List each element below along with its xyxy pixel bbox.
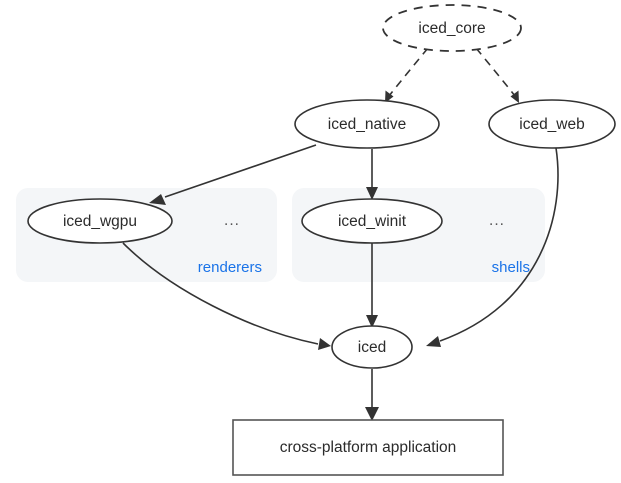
edge-iced-wgpu-to-iced-arrow — [318, 338, 331, 350]
node-application-shape[interactable] — [232, 419, 504, 476]
node-iced-web-label: iced_web — [519, 116, 585, 133]
edge-iced-core-to-iced-native — [385, 47, 429, 103]
node-iced-native[interactable]: iced_native — [294, 99, 440, 149]
cluster-shells-ellipsis: ... — [489, 212, 505, 229]
node-application[interactable]: cross-platform application — [232, 419, 504, 476]
edge-iced-wgpu-to-iced-line — [122, 242, 319, 345]
node-iced-winit[interactable]: iced_winit — [301, 198, 443, 244]
edge-iced-core-to-iced-native-arrow — [385, 90, 394, 103]
node-iced-wgpu[interactable]: iced_wgpu — [27, 198, 173, 244]
edge-iced-core-to-iced-web-arrow — [510, 90, 519, 103]
edge-iced-wgpu-to-iced — [122, 242, 331, 350]
edge-iced-winit-to-iced-arrow — [366, 315, 378, 328]
edge-iced-web-to-iced-arrow — [426, 336, 441, 347]
cluster-renderers-label: renderers — [198, 259, 262, 276]
node-iced-shape[interactable] — [331, 325, 413, 369]
node-iced[interactable]: iced — [331, 325, 413, 369]
node-iced-web[interactable]: iced_web — [488, 99, 616, 149]
node-iced-native-label: iced_native — [328, 116, 406, 133]
node-iced-core-label: iced_core — [418, 20, 485, 37]
edge-iced-native-to-iced-wgpu-line — [164, 144, 317, 198]
edge-iced-core-to-iced-native-line — [388, 47, 429, 97]
node-iced-native-shape[interactable] — [294, 99, 440, 149]
node-iced-winit-shape[interactable] — [301, 198, 443, 244]
edge-iced-web-to-iced-line — [439, 147, 559, 342]
cluster-shells-label: shells — [492, 259, 530, 276]
node-iced-core[interactable]: iced_core — [382, 4, 522, 52]
edge-iced-to-application — [365, 369, 379, 421]
edge-iced-core-to-iced-web-line — [475, 47, 516, 97]
node-iced-wgpu-label: iced_wgpu — [63, 213, 137, 230]
edge-iced-winit-to-iced — [366, 243, 378, 328]
edge-iced-native-to-iced-winit — [366, 149, 378, 200]
node-application-label: cross-platform application — [280, 439, 457, 456]
node-iced-wgpu-shape[interactable] — [27, 198, 173, 244]
node-iced-core-shape[interactable] — [382, 4, 522, 52]
node-iced-label: iced — [358, 339, 386, 356]
edge-iced-native-to-iced-winit-arrow — [366, 187, 378, 200]
edge-iced-web-to-iced — [426, 147, 559, 347]
edge-iced-native-to-iced-wgpu-arrow — [149, 194, 166, 205]
edge-iced-native-to-iced-wgpu — [149, 144, 317, 205]
node-iced-web-shape[interactable] — [488, 99, 616, 149]
node-iced-winit-label: iced_winit — [338, 213, 407, 230]
edge-iced-to-application-arrow — [365, 407, 379, 421]
cluster-renderers-ellipsis: ... — [224, 212, 240, 229]
edge-iced-core-to-iced-web — [475, 47, 519, 103]
